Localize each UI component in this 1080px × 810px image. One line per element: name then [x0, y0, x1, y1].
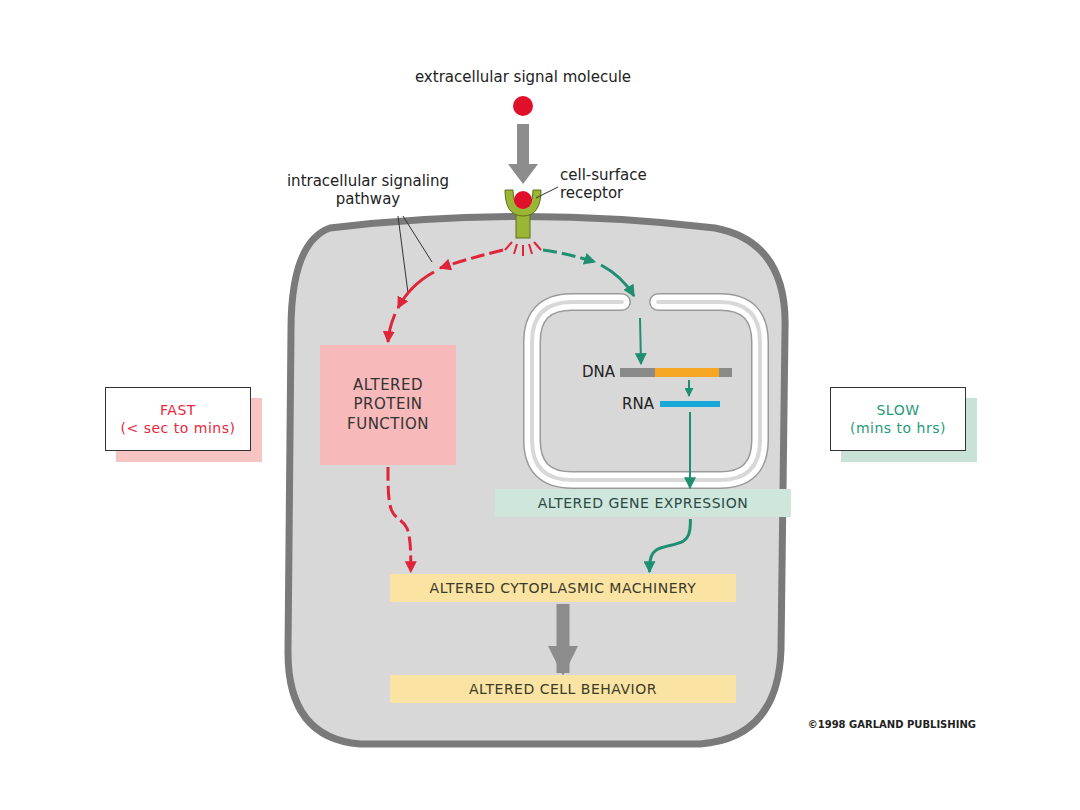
leader-line — [536, 187, 558, 198]
node-text: FAST — [160, 401, 196, 419]
node-text: ALTERED GENE EXPRESSION — [538, 494, 748, 512]
signaling-pathway-arrow — [543, 250, 595, 262]
dna-strand — [620, 368, 732, 377]
connector-arrow — [557, 604, 570, 673]
signaling-pathway-arrow — [601, 265, 634, 296]
copyright-notice: ©1998 GARLAND PUBLISHING — [776, 719, 976, 731]
nucleus-envelope — [532, 302, 760, 480]
result-band: ALTERED GENE EXPRESSION — [495, 489, 791, 517]
result-band: ALTERED CYTOPLASMIC MACHINERY — [390, 574, 736, 602]
process-box: ALTERED PROTEIN FUNCTION — [320, 345, 456, 465]
gene-segment — [655, 368, 719, 377]
receptor-label: cell-surface receptor — [560, 166, 680, 202]
cell-outline — [288, 217, 785, 745]
signal-label: extracellular signal molecule — [373, 68, 673, 86]
connector-arrow — [650, 519, 691, 572]
dna-label: DNA — [565, 363, 615, 381]
node-text: ALTERED CELL BEHAVIOR — [469, 680, 657, 698]
timescale-box: SLOW(mins to hrs) — [830, 387, 966, 451]
signal-molecule — [513, 96, 533, 116]
timescale-box: FAST(< sec to mins) — [105, 387, 251, 451]
transcription-arrow — [688, 380, 690, 396]
translation-arrow — [689, 412, 691, 488]
pathway-label: intracellular signaling pathway — [261, 172, 475, 208]
nucleus-envelope — [532, 302, 760, 480]
node-text: ALTERED PROTEIN FUNCTION — [336, 376, 440, 435]
signaling-pathway-arrow — [440, 250, 503, 268]
rna-strand — [660, 401, 720, 407]
node-text: SLOW — [876, 401, 919, 419]
result-band: ALTERED CELL BEHAVIOR — [390, 675, 736, 703]
leader-line — [403, 216, 432, 262]
leader-line — [398, 216, 408, 293]
rna-label: RNA — [604, 395, 654, 413]
activation-burst — [505, 242, 541, 256]
signaling-pathway-arrow — [640, 318, 641, 364]
node-text: ALTERED CYTOPLASMIC MACHINERY — [430, 579, 697, 597]
connector-arrow — [388, 467, 411, 572]
nucleus-envelope — [532, 302, 760, 480]
node-text: (< sec to mins) — [121, 419, 236, 437]
signal-arrow — [508, 124, 538, 184]
cell-surface-receptor — [505, 190, 541, 238]
signaling-pathway-arrow — [398, 272, 434, 308]
node-text: (mins to hrs) — [850, 419, 946, 437]
signaling-pathway-arrow — [388, 314, 395, 342]
